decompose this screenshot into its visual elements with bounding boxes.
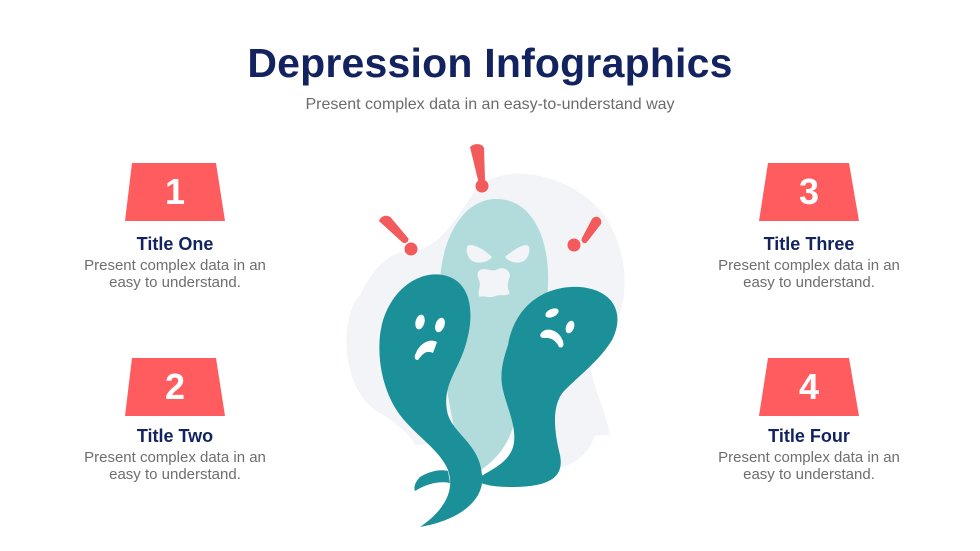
trapezoid-shape-icon [125, 163, 225, 221]
exclamation-icon [567, 216, 602, 252]
card-two: 2 Title Two Present complex data in an e… [55, 358, 295, 483]
trapezoid-shape-icon [759, 163, 859, 221]
number-badge: 1 [125, 163, 225, 221]
badge-number: 4 [798, 366, 820, 407]
card-three: 3 Title Three Present complex data in an… [689, 163, 929, 291]
angry-ghost-icon [439, 198, 549, 480]
card-four: 4 Title Four Present complex data in an … [689, 358, 929, 483]
card-text-line1: Present complex data in an [718, 449, 900, 466]
number-badge: 2 [125, 358, 225, 416]
card-title: Title Two [136, 426, 214, 446]
page-title: Depression Infographics [247, 40, 733, 86]
worried-ghost-icon [475, 286, 618, 487]
sad-ghost-icon [379, 274, 483, 527]
card-title: Title Three [763, 234, 855, 254]
card-text-line1: Present complex data in an [84, 449, 266, 466]
trapezoid-shape-icon [759, 358, 859, 416]
card-title: Title One [136, 234, 214, 254]
exclamation-icon [379, 215, 418, 256]
card-text-line1: Present complex data in an [84, 257, 266, 274]
badge-number: 3 [798, 171, 820, 212]
card-title: Title Four [768, 426, 850, 446]
number-badge: 3 [759, 163, 859, 221]
card-text-line1: Present complex data in an [718, 257, 900, 274]
page-subtitle: Present complex data in an easy-to-under… [305, 96, 675, 113]
trapezoid-shape-icon [125, 358, 225, 416]
card-one: 1 Title One Present complex data in an e… [55, 163, 295, 291]
exclamation-icon [470, 144, 489, 193]
card-text-line2: easy to understand. [743, 466, 875, 483]
number-badge: 4 [759, 358, 859, 416]
card-text-line2: easy to understand. [743, 274, 875, 291]
badge-number: 2 [164, 366, 186, 407]
card-text-line2: easy to understand. [109, 466, 241, 483]
card-text-line2: easy to understand. [109, 274, 241, 291]
ghosts-illustration [330, 135, 630, 540]
badge-number: 1 [164, 171, 186, 212]
